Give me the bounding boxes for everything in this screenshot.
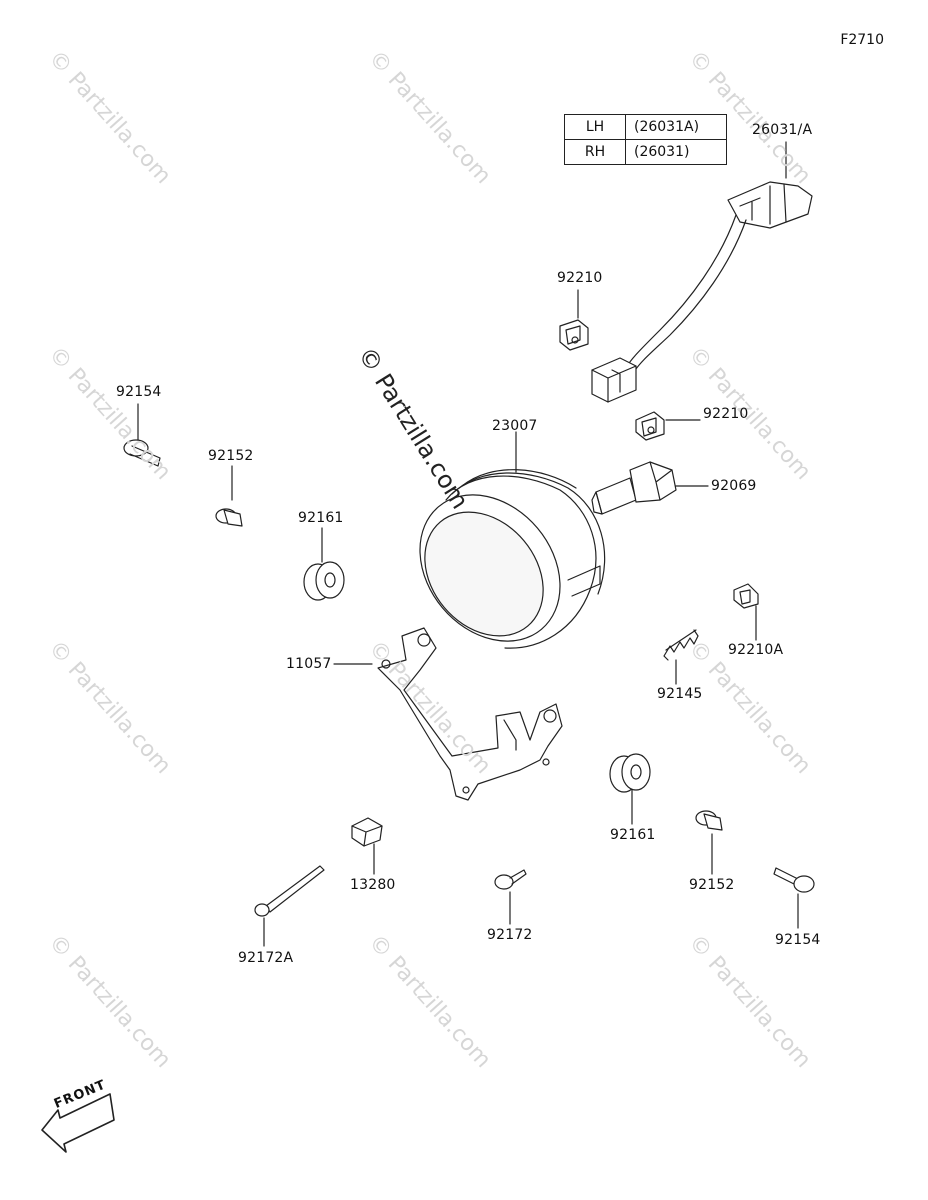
- part-label-long-screw[interactable]: 92172A: [238, 950, 294, 966]
- part-label-grommet-right[interactable]: 92161: [610, 827, 656, 843]
- clip-upper-part: [559, 289, 589, 351]
- clip-mid-part: [635, 411, 701, 441]
- part-label-spring[interactable]: 92145: [657, 686, 703, 702]
- part-label-collar-left[interactable]: 92152: [208, 448, 254, 464]
- part-label-bulb[interactable]: 92069: [711, 478, 757, 494]
- figure-code: F2710: [840, 32, 884, 48]
- lamp-unit-part: [419, 431, 606, 649]
- part-label-nut[interactable]: 13280: [350, 877, 396, 893]
- bulb-part: [591, 461, 709, 515]
- table-row: LH (26031A): [564, 114, 727, 140]
- part-label-bolt-left[interactable]: 92154: [116, 384, 162, 400]
- bolt-right-part: [773, 867, 815, 929]
- nut-part: [351, 817, 383, 875]
- collar-left-part: [215, 465, 243, 527]
- part-label-grommet-left[interactable]: 92161: [298, 510, 344, 526]
- long-screw-part: [254, 865, 325, 947]
- spring-part: [663, 629, 699, 685]
- side-cell: RH: [564, 139, 626, 165]
- bracket-part: [333, 627, 563, 801]
- bolt-left-part: [123, 403, 161, 467]
- side-table: LH (26031A) RH (26031): [564, 114, 727, 165]
- grommet-right-part: [609, 753, 651, 825]
- front-arrow-icon: [41, 1093, 115, 1153]
- side-cell: LH: [564, 114, 626, 140]
- part-label-clip-mid[interactable]: 92210: [703, 406, 749, 422]
- part-label-clip-right[interactable]: 92210A: [728, 642, 784, 658]
- wiring-harness-part: [591, 141, 813, 403]
- grommet-left-part: [303, 527, 345, 601]
- part-label-bolt-right[interactable]: 92154: [775, 932, 821, 948]
- part-cell: (26031A): [625, 114, 727, 140]
- part-cell: (26031): [625, 139, 727, 165]
- clip-right-part: [733, 583, 759, 641]
- part-label-harness[interactable]: 26031/A: [752, 122, 813, 138]
- part-label-bracket[interactable]: 11057: [286, 656, 332, 672]
- screw-part: [494, 869, 527, 925]
- collar-right-part: [695, 810, 723, 875]
- part-label-lamp[interactable]: 23007: [492, 418, 538, 434]
- part-label-collar-right[interactable]: 92152: [689, 877, 735, 893]
- table-row: RH (26031): [564, 139, 727, 165]
- part-label-clip-upper[interactable]: 92210: [557, 270, 603, 286]
- part-label-screw[interactable]: 92172: [487, 927, 533, 943]
